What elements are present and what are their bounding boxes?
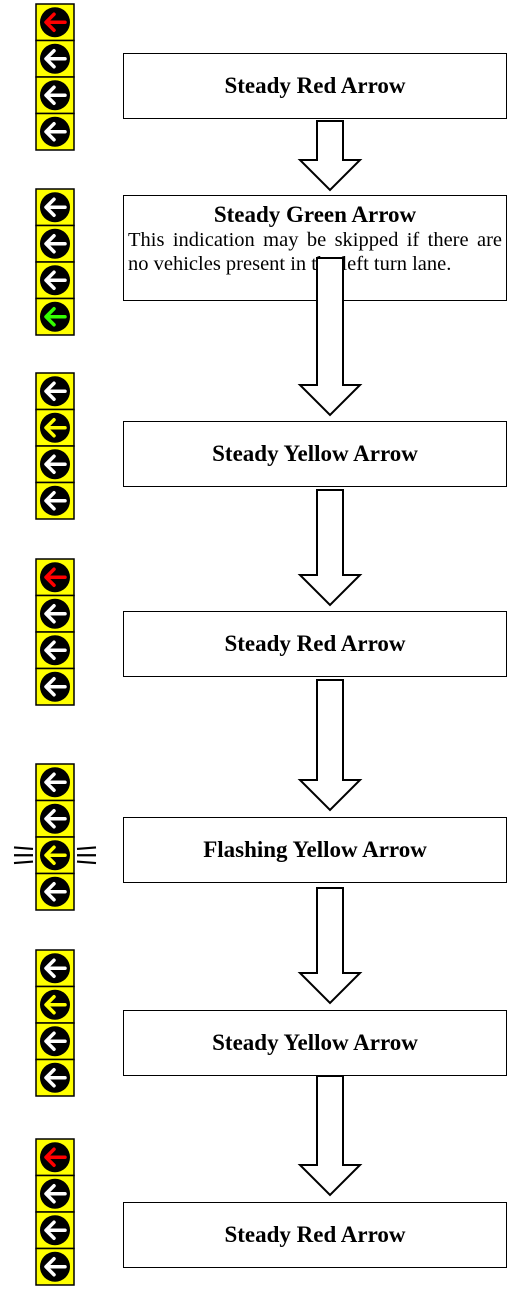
left-arrow-icon xyxy=(44,882,67,902)
signal-head-4 xyxy=(35,558,75,706)
dark-arrow-lens xyxy=(40,598,70,629)
step-box-3: Steady Yellow Arrow xyxy=(123,421,507,487)
left-arrow-icon xyxy=(44,307,67,327)
left-arrow-icon xyxy=(44,1068,67,1088)
left-arrow-icon xyxy=(44,995,67,1015)
step-box-5: Flashing Yellow Arrow xyxy=(123,817,507,883)
lit-arrow-lens xyxy=(40,989,70,1020)
step-title-1: Steady Red Arrow xyxy=(224,73,406,98)
left-arrow-icon xyxy=(44,809,67,829)
dark-arrow-lens xyxy=(40,671,70,702)
lit-arrow-lens xyxy=(40,7,70,38)
dark-arrow-lens xyxy=(40,192,70,223)
left-arrow-icon xyxy=(44,1184,67,1204)
lit-arrow-lens xyxy=(40,412,70,443)
left-arrow-icon xyxy=(44,418,67,438)
step-note-2: This indication may be skipped if there … xyxy=(128,229,502,275)
left-arrow-icon xyxy=(44,1220,67,1240)
lit-arrow-lens xyxy=(40,840,70,871)
signal-head-3 xyxy=(35,372,75,520)
flow-arrow-3 xyxy=(297,489,363,607)
left-arrow-icon xyxy=(44,234,67,254)
step-title-4: Steady Red Arrow xyxy=(224,631,406,656)
lit-arrow-lens xyxy=(40,562,70,593)
dark-arrow-lens xyxy=(40,80,70,111)
dark-arrow-lens xyxy=(40,876,70,907)
dark-arrow-lens xyxy=(40,43,70,74)
step-box-7: Steady Red Arrow xyxy=(123,1202,507,1268)
lit-arrow-lens xyxy=(40,301,70,332)
step-title-2: Steady Green Arrow xyxy=(213,202,417,227)
left-arrow-icon xyxy=(44,772,67,792)
left-arrow-icon xyxy=(44,567,67,587)
left-arrow-icon xyxy=(44,381,67,401)
left-arrow-icon xyxy=(44,677,67,697)
dark-arrow-lens xyxy=(40,1026,70,1057)
dark-arrow-lens xyxy=(40,1178,70,1209)
left-arrow-icon xyxy=(44,49,67,69)
signal-head-7 xyxy=(35,1138,75,1286)
step-box-2: Steady Green Arrow This indication may b… xyxy=(123,195,507,301)
signal-head-1 xyxy=(35,3,75,151)
dark-arrow-lens xyxy=(40,376,70,407)
left-arrow-icon xyxy=(44,640,67,660)
flow-arrow-5 xyxy=(297,887,363,1005)
left-arrow-icon xyxy=(44,958,67,978)
dark-arrow-lens xyxy=(40,767,70,798)
dark-arrow-lens xyxy=(40,265,70,296)
dark-arrow-lens xyxy=(40,803,70,834)
left-arrow-icon xyxy=(44,454,67,474)
dark-arrow-lens xyxy=(40,953,70,984)
left-arrow-icon xyxy=(44,1031,67,1051)
left-arrow-icon xyxy=(44,122,67,142)
flow-arrow-1 xyxy=(297,120,363,192)
left-arrow-icon xyxy=(44,197,67,217)
left-arrow-icon xyxy=(44,845,67,865)
step-box-6: Steady Yellow Arrow xyxy=(123,1010,507,1076)
step-title-3: Steady Yellow Arrow xyxy=(212,441,418,466)
left-arrow-icon xyxy=(44,12,67,32)
flash-indicator-icon xyxy=(13,846,97,865)
step-box-1: Steady Red Arrow xyxy=(123,53,507,119)
step-title-7: Steady Red Arrow xyxy=(224,1222,406,1247)
lit-arrow-lens xyxy=(40,1142,70,1173)
dark-arrow-lens xyxy=(40,1062,70,1093)
step-title-6: Steady Yellow Arrow xyxy=(212,1030,418,1055)
dark-arrow-lens xyxy=(40,449,70,480)
left-arrow-icon xyxy=(44,604,67,624)
signal-head-6 xyxy=(35,949,75,1097)
dark-arrow-lens xyxy=(40,635,70,666)
dark-arrow-lens xyxy=(40,1215,70,1246)
step-title-5: Flashing Yellow Arrow xyxy=(203,837,427,862)
left-arrow-icon xyxy=(44,491,67,511)
flow-arrow-2 xyxy=(297,257,363,417)
flow-arrow-4 xyxy=(297,679,363,812)
dark-arrow-lens xyxy=(40,228,70,259)
step-box-4: Steady Red Arrow xyxy=(123,611,507,677)
left-arrow-icon xyxy=(44,270,67,290)
dark-arrow-lens xyxy=(40,485,70,516)
signal-head-2 xyxy=(35,188,75,336)
left-arrow-icon xyxy=(44,85,67,105)
flow-arrow-6 xyxy=(297,1075,363,1197)
dark-arrow-lens xyxy=(40,116,70,147)
dark-arrow-lens xyxy=(40,1251,70,1282)
left-arrow-icon xyxy=(44,1257,67,1277)
left-arrow-icon xyxy=(44,1147,67,1167)
signal-head-5 xyxy=(13,763,97,911)
